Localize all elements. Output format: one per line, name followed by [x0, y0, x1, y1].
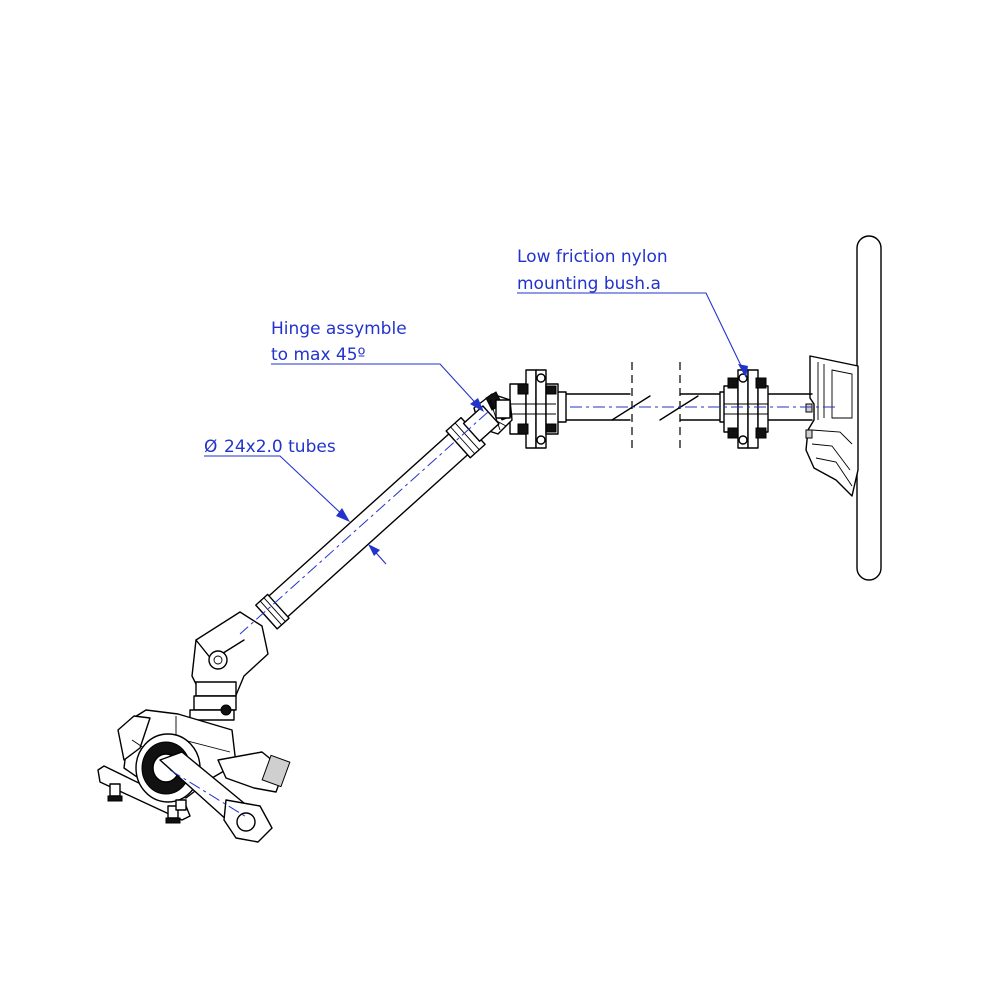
tube-label: 24x2.0 tubes [224, 437, 336, 457]
front-mounting-bush [509, 369, 559, 449]
bush-callout: Low friction nylon mounting bush.a [517, 247, 748, 378]
upper-hinge [473, 391, 513, 435]
gearbox-base [97, 709, 291, 843]
centerlines [169, 406, 836, 819]
wheel-hub [805, 355, 859, 497]
hinge-label-line1: Hinge assymble [271, 319, 407, 339]
hinge-label-line2: to max 45º [271, 345, 366, 365]
steering-wheel [856, 235, 882, 581]
rear-mounting-bush [723, 369, 813, 449]
diagonal-tube [255, 405, 500, 630]
hinge-callout: Hinge assymble to max 45º [271, 319, 484, 412]
bush-label-line1: Low friction nylon [517, 247, 668, 267]
tube-callout: Ø 24x2.0 tubes [204, 437, 387, 565]
diameter-symbol: Ø [204, 437, 217, 457]
lower-hinge [189, 611, 269, 721]
bush-label-line2: mounting bush.a [517, 274, 661, 294]
